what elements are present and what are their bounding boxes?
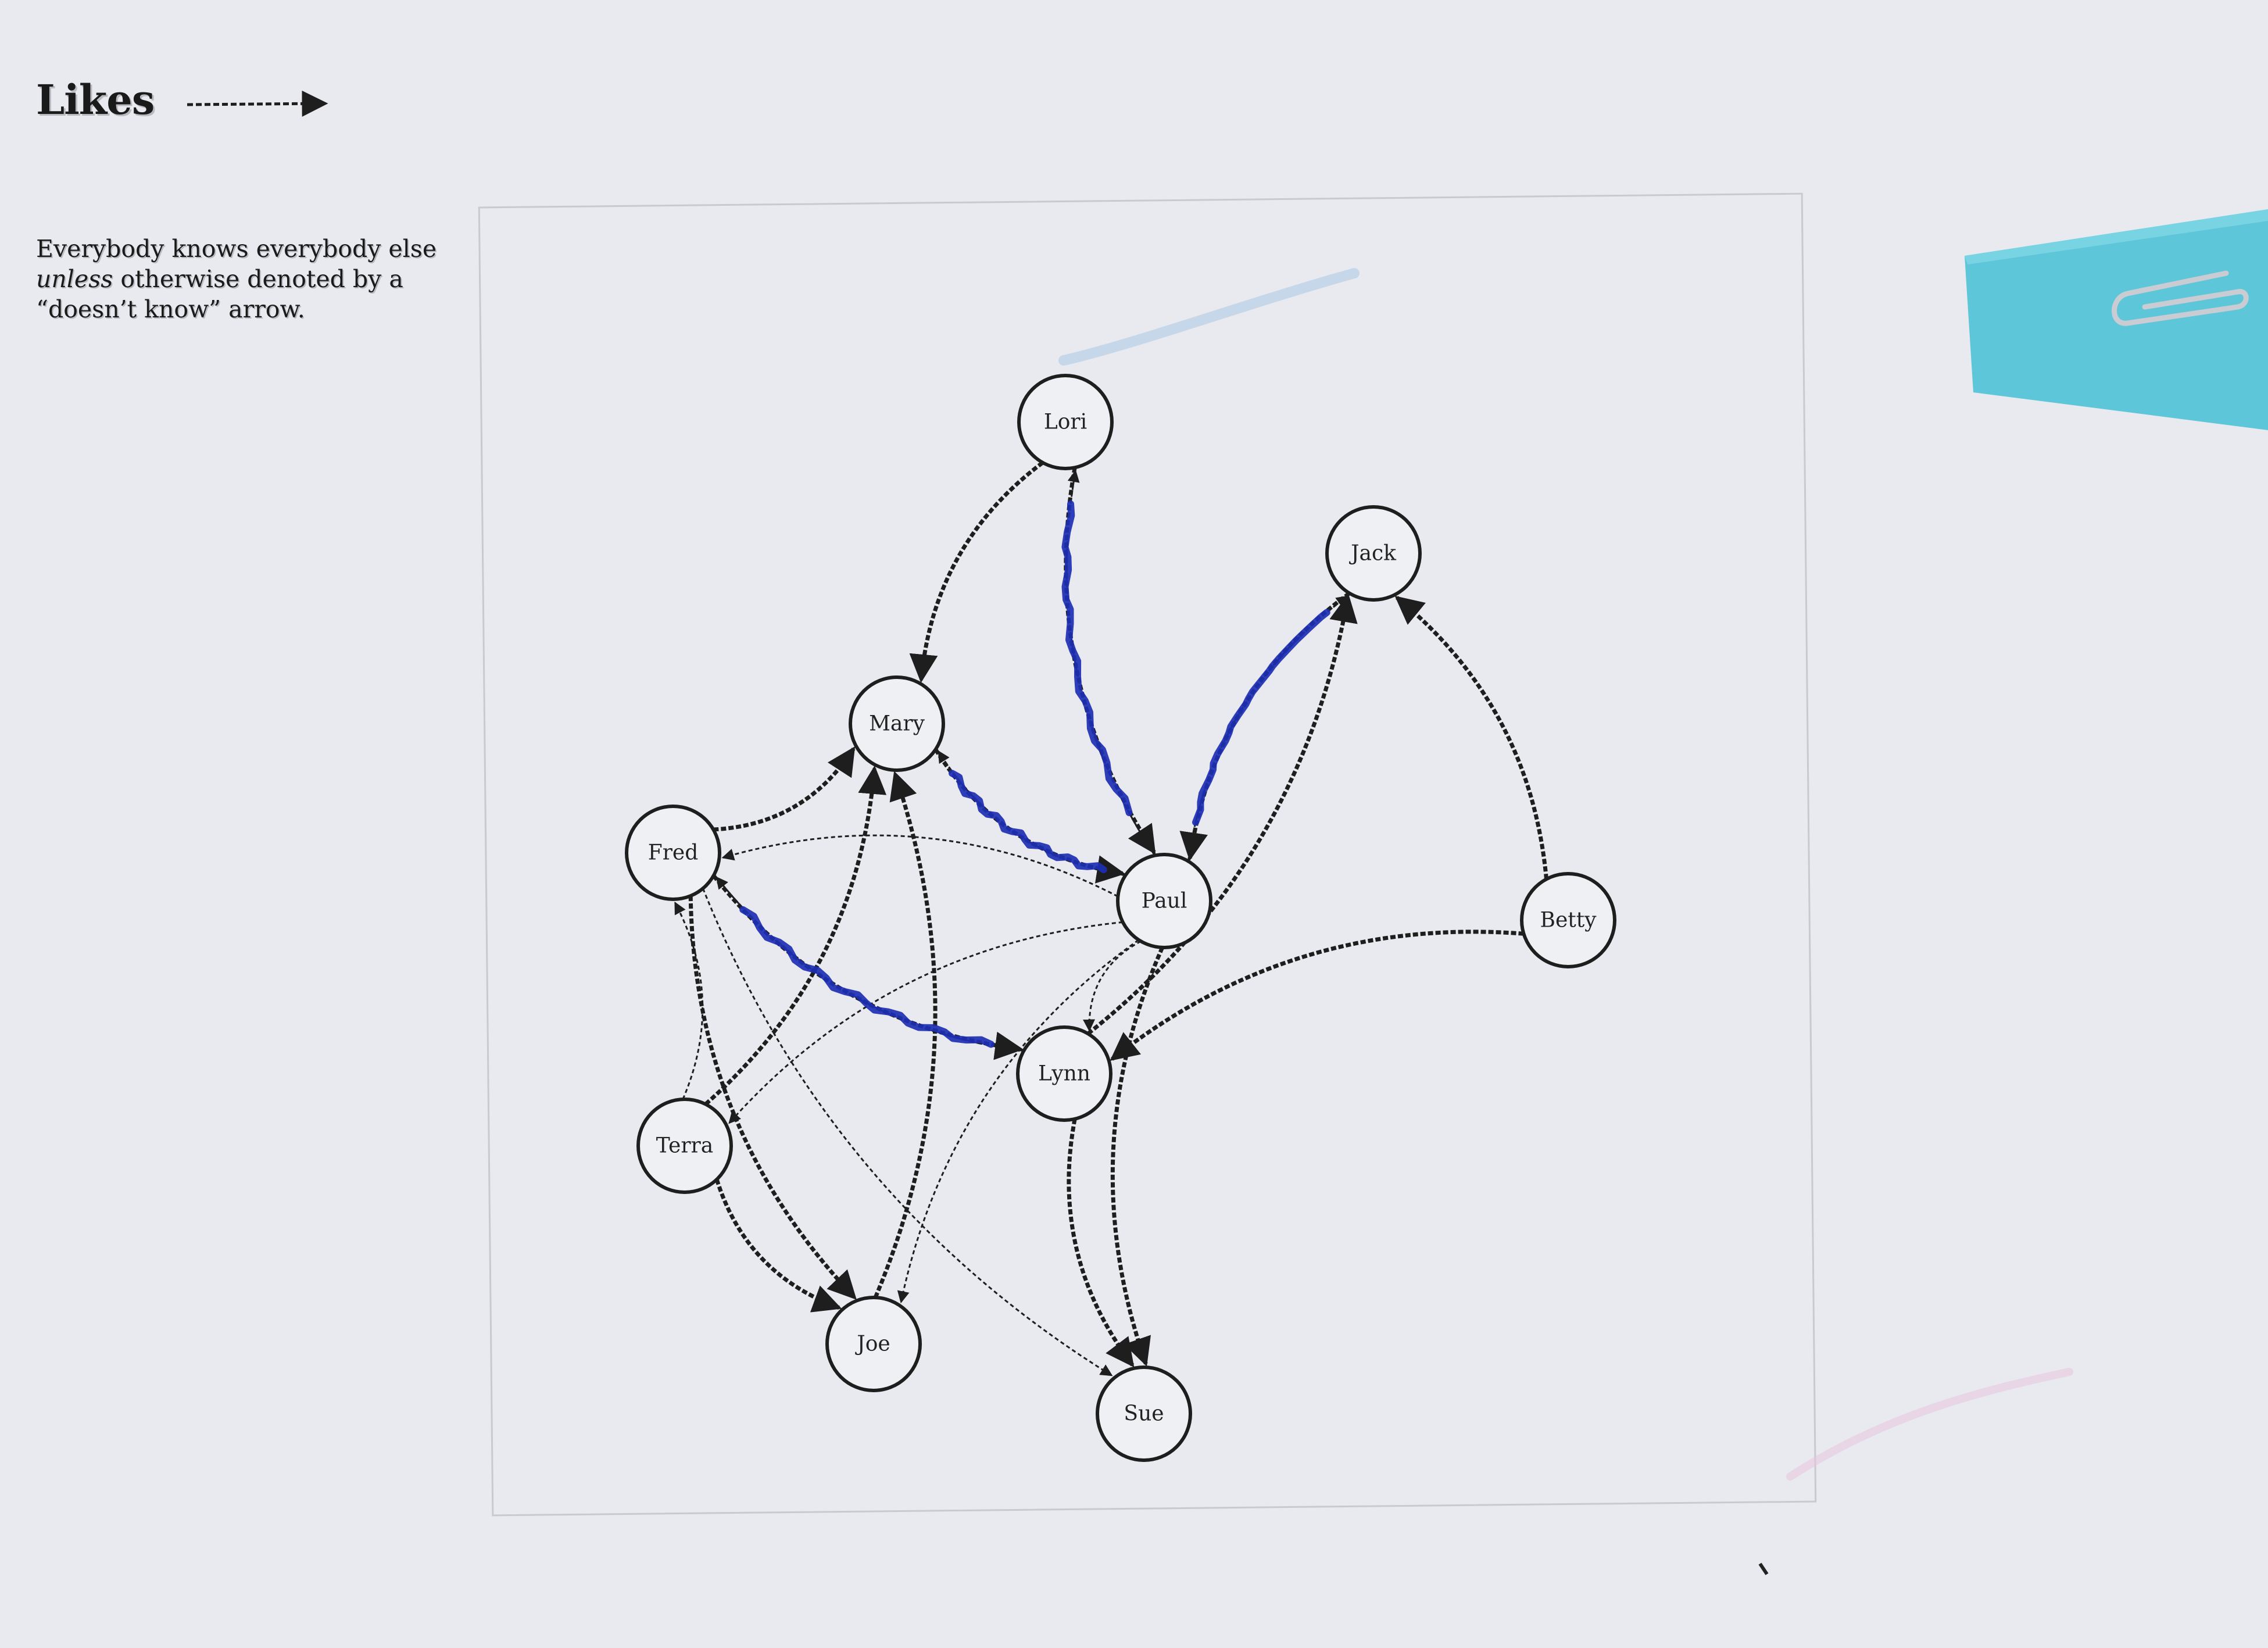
legend-title: Likes bbox=[36, 76, 155, 124]
node-label-joe: Joe bbox=[854, 1332, 890, 1356]
pen-mark bbox=[1758, 1563, 1769, 1575]
edge-lynn-to-sue bbox=[1067, 1118, 1135, 1368]
node-label-lynn: Lynn bbox=[1038, 1062, 1090, 1086]
edge-lynn-to-jack bbox=[1086, 594, 1358, 1035]
node-label-mary: Mary bbox=[869, 712, 925, 736]
node-label-betty: Betty bbox=[1540, 909, 1597, 932]
highlight-layer bbox=[739, 501, 1330, 1048]
node-circle-paul bbox=[1116, 853, 1212, 949]
legend-note-start: Everybody knows everybody else bbox=[36, 235, 437, 263]
blue-crayon-smudge bbox=[1058, 268, 1360, 366]
edge-fred-to-sue bbox=[702, 888, 1113, 1377]
node-lori: Lori bbox=[1017, 374, 1114, 470]
node-label-terra: Terra bbox=[656, 1134, 713, 1158]
node-jack: Jack bbox=[1325, 505, 1422, 602]
edge-terra-to-fred bbox=[674, 902, 704, 1100]
edge-lori-to-mary bbox=[909, 461, 1044, 683]
edge-mary-to-paul bbox=[933, 748, 1126, 884]
legend-note-end: otherwise denoted by a “doesn’t know” ar… bbox=[36, 265, 403, 323]
edge-paul-to-terra bbox=[728, 921, 1123, 1124]
edge-terra-to-joe bbox=[714, 1178, 842, 1313]
node-label-sue: Sue bbox=[1124, 1402, 1164, 1426]
marker-highlight-paul-lori bbox=[1061, 501, 1133, 816]
legend-likes-arrow bbox=[187, 90, 328, 117]
edge-paul-to-mary bbox=[938, 750, 1126, 877]
edge-terra-to-mary bbox=[704, 765, 887, 1106]
edge-fred-to-mary bbox=[713, 746, 856, 832]
node-circle-terra bbox=[636, 1098, 733, 1194]
edge-lynn-to-fred bbox=[716, 876, 1024, 1052]
node-lynn: Lynn bbox=[1016, 1025, 1112, 1122]
legend-note: Everybody knows everybody else unless ot… bbox=[36, 234, 455, 324]
edge-paul-to-fred bbox=[721, 834, 1119, 898]
marker-highlight-paul-jack bbox=[1192, 609, 1330, 826]
edge-paul-to-lynn bbox=[1083, 940, 1142, 1032]
node-terra: Terra bbox=[636, 1098, 733, 1194]
marker-highlight-mary-paul bbox=[949, 770, 1107, 874]
node-mary: Mary bbox=[849, 675, 945, 772]
edge-betty-to-jack bbox=[1394, 595, 1548, 880]
marker-highlight-fred-lynn bbox=[739, 906, 995, 1048]
node-betty: Betty bbox=[1520, 872, 1616, 968]
node-label-lori: Lori bbox=[1044, 410, 1087, 434]
node-label-jack: Jack bbox=[1348, 542, 1397, 566]
paper-clip-icon bbox=[2112, 270, 2249, 326]
node-label-fred: Fred bbox=[648, 841, 699, 865]
edge-fred-to-lynn bbox=[711, 874, 1024, 1060]
node-circle-jack bbox=[1325, 505, 1422, 602]
node-paul: Paul bbox=[1116, 853, 1212, 949]
node-circle-sue bbox=[1096, 1365, 1192, 1462]
overlay-frame bbox=[478, 192, 1817, 1517]
edge-joe-to-mary bbox=[873, 771, 938, 1299]
node-circle-lori bbox=[1017, 374, 1114, 470]
node-fred: Fred bbox=[625, 805, 721, 901]
pink-crayon-smudge bbox=[1786, 1368, 2073, 1481]
node-circle-lynn bbox=[1016, 1025, 1112, 1122]
node-circle-mary bbox=[849, 675, 945, 772]
node-label-paul: Paul bbox=[1142, 889, 1187, 913]
node-circle-fred bbox=[625, 805, 721, 901]
edge-layer bbox=[674, 461, 1548, 1377]
edge-betty-to-lynn bbox=[1110, 930, 1524, 1061]
node-joe: Joe bbox=[825, 1296, 922, 1392]
node-circle-joe bbox=[825, 1296, 922, 1392]
legend-note-emphasis: unless bbox=[36, 265, 113, 293]
edge-paul-to-joe bbox=[897, 939, 1139, 1304]
node-circle-betty bbox=[1520, 872, 1616, 968]
node-sue: Sue bbox=[1096, 1365, 1192, 1462]
edge-paul-to-sue bbox=[1110, 946, 1165, 1367]
